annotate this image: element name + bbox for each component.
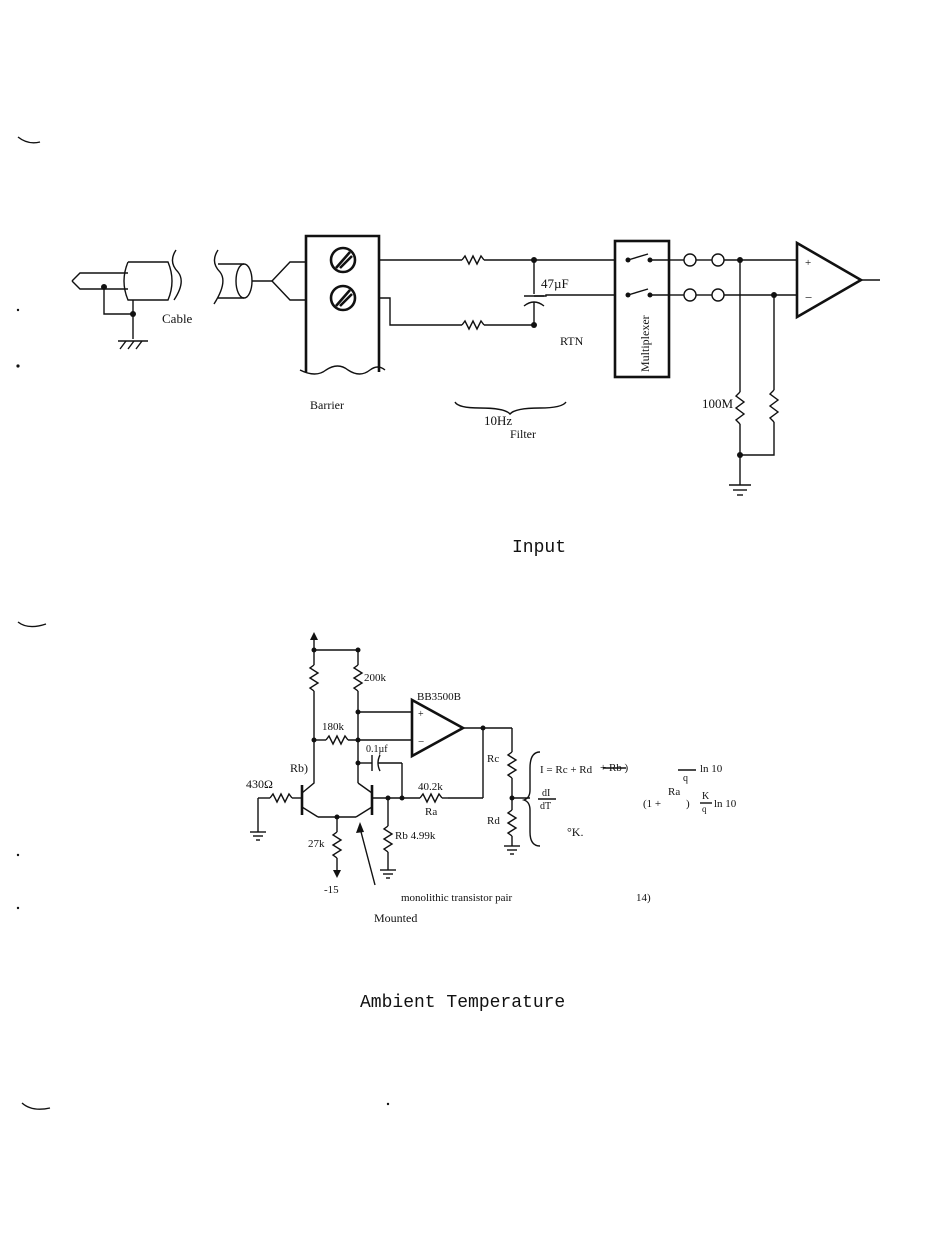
resistor-100m-label: 100M — [702, 396, 734, 411]
r27k-label: 27k — [308, 838, 325, 850]
amp-plus-sign: + — [805, 257, 811, 269]
opamp-bb3500b — [356, 700, 531, 854]
filter-network — [379, 256, 616, 329]
rb499-label: Rb 4.99k — [395, 830, 436, 842]
mounted-label: Mounted — [374, 911, 417, 925]
eq1-d: ln 10 — [700, 763, 723, 775]
transistor-pair — [250, 740, 448, 885]
eq1-a: I = Rc + Rd — [540, 764, 593, 776]
amp-minus-sign: − — [805, 290, 812, 305]
capacitor-label: 47µF — [541, 276, 569, 291]
transistor-note: monolithic transistor pair — [401, 892, 513, 904]
cable-connector — [72, 250, 272, 349]
multiplexer-label: Multiplexer — [638, 315, 652, 372]
eq2-f: K — [702, 791, 710, 802]
ambient-temperature-circuit: 200k BB3500B + − — [246, 632, 737, 925]
r40k-label: 40.2k — [418, 781, 443, 793]
r180k-label: 180k — [322, 721, 345, 733]
barrier-label: Barrier — [310, 398, 344, 412]
lead-lower — [272, 281, 306, 300]
eq2-b: dT — [540, 801, 551, 812]
eq2-d: Ra — [668, 786, 680, 798]
eq2-e: ) — [686, 798, 690, 810]
filter-freq-label: 10Hz — [484, 413, 512, 428]
barrier-block — [300, 236, 385, 374]
filter-word-label: Filter — [510, 427, 536, 441]
neg15-label: -15 — [324, 884, 339, 896]
opamp-minus-sign: − — [418, 736, 424, 748]
r200k-label: 200k — [364, 672, 387, 684]
eq2-c: (1 + — [643, 798, 661, 810]
input-circuit-diagram: Cable Barrier — [72, 236, 880, 495]
eq2-g: q — [702, 804, 707, 814]
rtn-label: RTN — [560, 334, 584, 348]
caption-ambient-temperature: Ambient Temperature — [360, 993, 565, 1013]
eq1-c: q — [683, 773, 688, 784]
output-section — [669, 243, 880, 495]
rc-label: Rc — [487, 753, 499, 765]
eq3: °K. — [567, 825, 583, 839]
eq2-a: dI — [542, 788, 550, 799]
caption-input: Input — [512, 538, 566, 558]
note-14: 14) — [636, 892, 651, 904]
ra-label: Ra — [425, 806, 437, 818]
opamp-label: BB3500B — [417, 691, 461, 703]
lead-upper — [272, 262, 306, 281]
rb-left-label: Rb) — [290, 761, 308, 775]
capacitor-label: 0.1µf — [366, 744, 388, 755]
eq2-h: ln 10 — [714, 798, 737, 810]
cable-label: Cable — [162, 311, 193, 326]
eq1-b: + Rb ) — [600, 762, 629, 774]
opamp-plus-sign: + — [418, 709, 424, 720]
rd-label: Rd — [487, 815, 500, 827]
margin-marks — [16, 137, 389, 1109]
r430-label: 430Ω — [246, 777, 273, 791]
